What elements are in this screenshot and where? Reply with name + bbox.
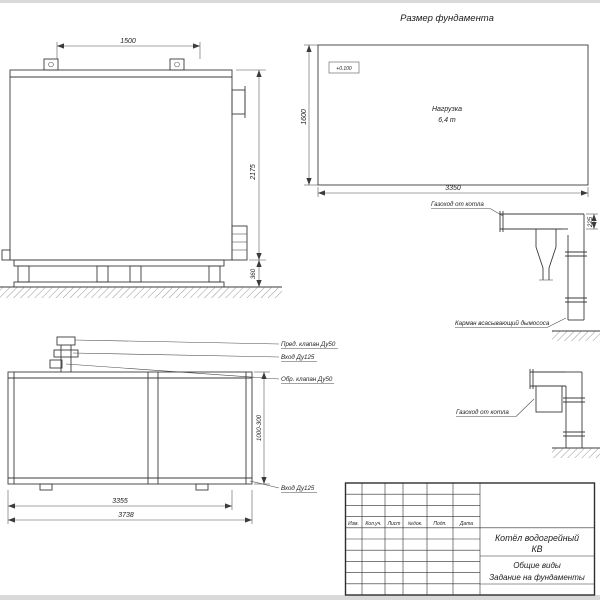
side-box <box>231 225 248 261</box>
ground-hatch <box>0 287 282 298</box>
lifting-lug <box>169 58 185 71</box>
dim-225: 225 <box>587 216 594 228</box>
pocket-label: Карман всасывающий дымососа <box>455 320 550 327</box>
dim-1500: 1500 <box>120 38 136 45</box>
tb-header-list: Лист <box>387 521 401 527</box>
label-inlet-lower: Вход Ду125 <box>281 485 315 492</box>
tb-product-line1: Котёл водогрейный <box>495 533 579 543</box>
dim-360: 360 <box>250 268 257 279</box>
flue-label-lower: Газоход от котла <box>456 409 509 416</box>
cyclone-hopper <box>535 229 557 281</box>
boiler-plan-view: Пред. клапан Ду50 Вход Ду125 Обр. клапан… <box>7 336 338 524</box>
foundation-outline <box>317 44 589 186</box>
lifting-lug <box>43 58 59 71</box>
dim-2175: 2175 <box>250 164 257 181</box>
foundation-title: Размер фундамента <box>400 13 494 24</box>
tb-product-line2: КВ <box>531 544 542 554</box>
dim-3738: 3738 <box>118 512 134 519</box>
level-mark: +0.100 <box>336 66 352 72</box>
tb-header-koluch: Кол.уч. <box>365 521 381 527</box>
dim-3355: 3355 <box>112 498 128 505</box>
flue-label-upper: Газоход от котла <box>431 201 484 208</box>
dim-1000-300: 1000-300 <box>256 414 263 441</box>
level-mark-box <box>328 61 360 74</box>
plan-outline <box>7 371 253 485</box>
flue-detail-upper: Газоход от котла 225 <box>431 201 600 341</box>
flue-ground-hatch-lower <box>552 448 600 458</box>
tb-header-podp: Подп. <box>433 521 446 527</box>
tb-header-ndok: №док. <box>408 521 423 527</box>
tb-header-data: Дата <box>459 521 473 527</box>
tb-doc-line1: Общие виды <box>513 561 561 570</box>
load-label-line2: 6,4 т <box>438 117 456 124</box>
side-view-dimensions: 1500 2175 360 <box>56 38 266 288</box>
dim-3350: 3350 <box>445 185 461 192</box>
label-inlet-upper: Вход Ду125 <box>281 354 315 361</box>
tb-header-izm: Изм. <box>348 521 359 527</box>
load-label-line1: Нагрузка <box>432 106 462 113</box>
tb-doc-line2: Задание на фундаменты <box>489 573 585 582</box>
label-check-valve: Обр. клапан Ду50 <box>281 376 333 383</box>
valve-assembly <box>49 336 79 372</box>
label-safety-valve: Пред. клапан Ду50 <box>281 341 336 348</box>
title-block: Изм. Кол.уч. Лист №док. Подп. Дата Котёл… <box>344 482 596 596</box>
flue-ground-hatch <box>552 331 600 341</box>
dim-1600: 1600 <box>301 109 308 125</box>
foundation-plan: Размер фундамента +0.100 Нагрузка 6,4 т … <box>301 13 589 197</box>
damper-box <box>535 385 563 413</box>
boiler-side-view <box>0 58 282 298</box>
flue-detail-lower: Газоход от котла <box>456 369 600 458</box>
